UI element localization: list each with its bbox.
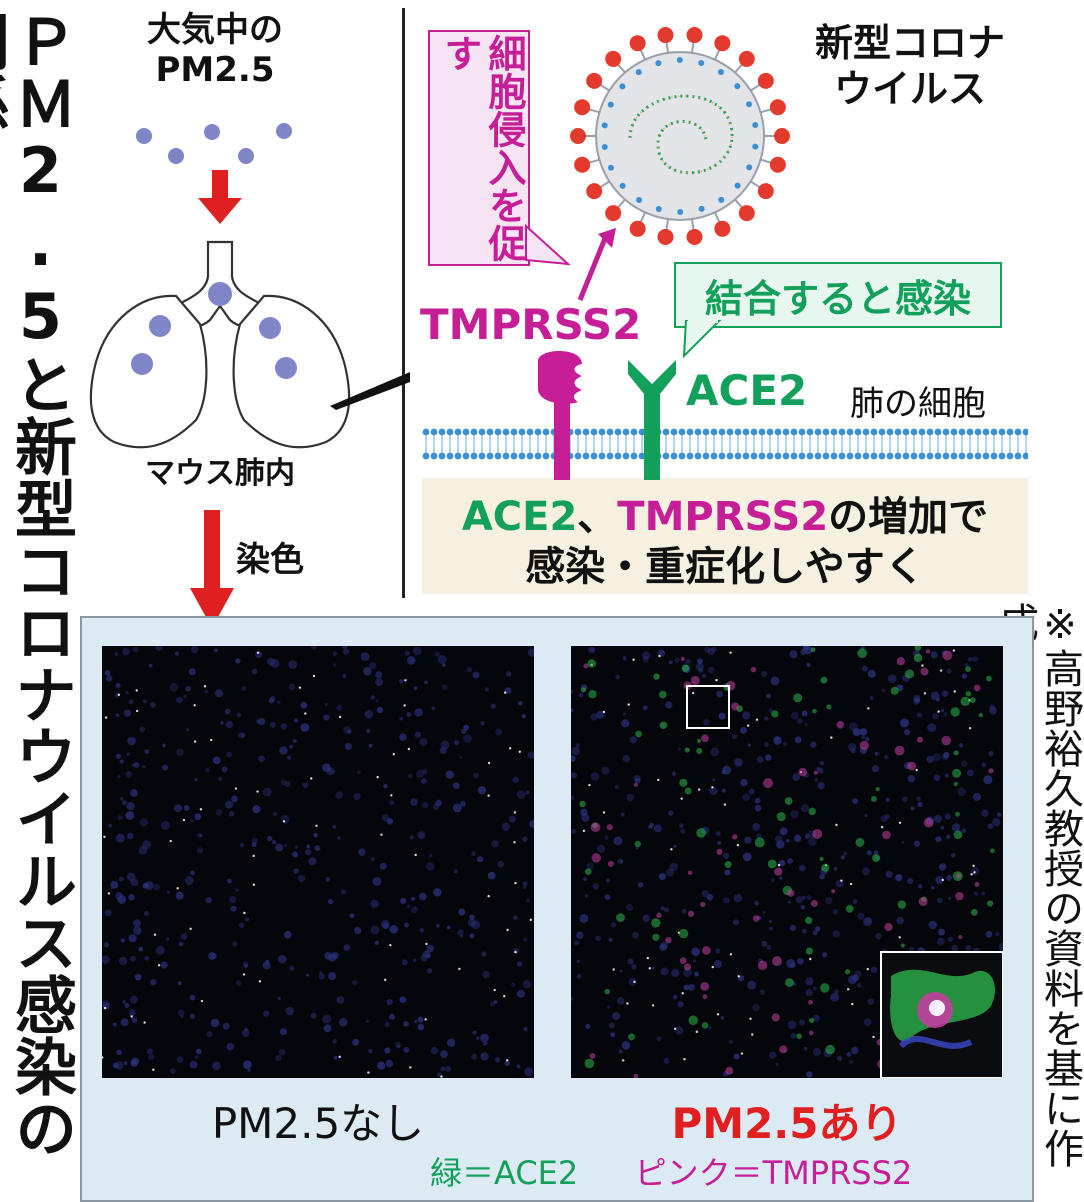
infection-callout — [674, 262, 1002, 328]
tmprss2-label: TMPRSS2 — [420, 300, 642, 349]
micrograph-with-pm25 — [571, 646, 1003, 1078]
consequence-line2: 感染・重症化しやすく — [525, 544, 925, 590]
caption-without-pm25: PM2.5なし — [211, 1099, 425, 1148]
rna-strand — [628, 94, 734, 175]
tmprss2-receptor-icon — [537, 351, 582, 480]
cell-entry-callout — [428, 30, 530, 266]
ace2-receptor-icon — [628, 360, 676, 480]
lung-particles — [131, 282, 297, 379]
airborne-pm25-label: 大気中の PM2.5 — [120, 10, 310, 90]
staining-arrow-icon — [190, 510, 234, 628]
ace2-label: ACE2 — [686, 366, 808, 415]
infection-callout-tail — [682, 320, 722, 359]
particle — [168, 148, 184, 164]
inset-zoom — [880, 951, 1003, 1078]
coronavirus-icon — [570, 27, 790, 245]
caption-with-pm25: PM2.5あり — [671, 1099, 903, 1148]
particle — [276, 123, 292, 139]
color-legend: 緑＝ACE2 ピンク＝TMPRSS2 — [430, 1148, 912, 1194]
tissue-texture — [571, 646, 1003, 1078]
down-arrow-icon — [198, 170, 242, 224]
consequence-band — [422, 478, 1028, 594]
tissue-texture — [102, 646, 534, 1078]
zoom-pointer — [330, 372, 410, 410]
legend-green: 緑＝ACE2 — [430, 1154, 579, 1192]
legend-pink: ピンク＝TMPRSS2 — [634, 1154, 913, 1192]
section-divider — [402, 8, 405, 598]
consequence-line1: ACE2、TMPRSS2の増加で — [422, 484, 1028, 542]
callout-pointers — [525, 223, 616, 301]
mouse-lung-label: マウス肺内 — [145, 456, 295, 491]
particle — [238, 148, 254, 164]
cell-membrane — [422, 351, 1028, 480]
zoom-box — [686, 685, 730, 729]
band-tmprss2: TMPRSS2 — [617, 494, 829, 540]
lung-cell-label: 肺の細胞 — [850, 384, 986, 424]
airborne-label-line1: 大気中の — [147, 10, 283, 50]
band-ace2: ACE2 — [461, 494, 578, 540]
band-separator: 、 — [577, 494, 618, 540]
particle — [136, 128, 152, 144]
virus-label: 新型コロナ ウイルス — [800, 20, 1020, 112]
particle — [204, 124, 220, 140]
staining-label: 染色 — [236, 540, 304, 580]
pm25-particles — [136, 123, 292, 164]
cell-entry-callout-text: 細胞侵入を促す — [438, 34, 526, 262]
virus-label-line2: ウイルス — [833, 67, 986, 111]
lung-outline — [89, 240, 351, 449]
spike-proteins — [570, 27, 790, 245]
mouse-lung-illustration — [89, 123, 410, 449]
figure-title: ＰＭ2.5と新型コロナウイルス感染の関係 — [0, 10, 77, 1159]
virus-label-line1: 新型コロナ — [814, 21, 1005, 65]
lipid-bilayer — [422, 428, 1028, 460]
airborne-label-line2: PM2.5 — [155, 50, 275, 90]
micrograph-without-pm25 — [102, 646, 534, 1078]
infection-callout-text: 結合すると感染 — [704, 277, 971, 321]
band-increase: の増加で — [828, 494, 989, 540]
source-credit: ※高野裕久教授の資料を基に作成 — [992, 602, 1083, 1168]
